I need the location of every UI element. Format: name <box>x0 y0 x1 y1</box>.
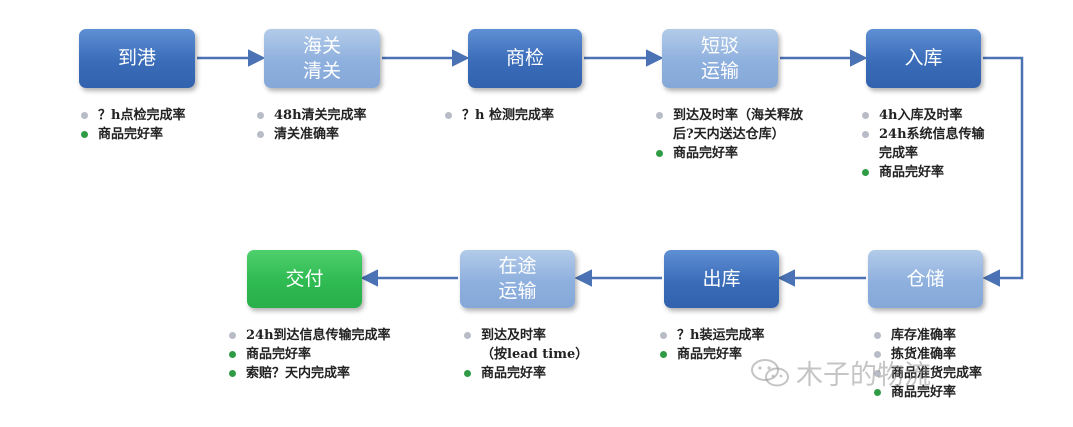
step-box-ruku: 入库 <box>866 29 981 88</box>
bullet-dot <box>257 112 264 119</box>
list-item: 到达及时率 （按lead time） <box>464 326 588 364</box>
step-box-shangjian: 商检 <box>468 29 582 88</box>
list-item: 拣货准确率 <box>874 345 982 364</box>
step-box-daogang: 到港 <box>79 29 195 88</box>
bullet-dot <box>874 389 881 396</box>
list-item: ？h 检测完成率 <box>445 106 554 125</box>
list-item: 24h到达信息传输完成率 <box>229 326 391 345</box>
bullet-dot <box>656 112 663 119</box>
metrics-jiaofu: 24h到达信息传输完成率 商品完好率 索赔？天内完成率 <box>229 326 391 383</box>
bullet-dot <box>229 332 236 339</box>
step-box-duanbo: 短驳 运输 <box>662 29 778 88</box>
bullet-dot <box>229 370 236 377</box>
metrics-haiguan: 48h清关完成率 清关准确率 <box>257 106 367 144</box>
metrics-duanbo: 到达及时率（海关释放 后?天内送达仓库） 商品完好率 <box>656 106 803 163</box>
list-item: 商品完好率 <box>660 345 764 364</box>
bullet-dot <box>81 112 88 119</box>
bullet-dot <box>862 169 869 176</box>
list-item: ？h点检完成率 <box>81 106 185 125</box>
metrics-ruku: 4h入库及时率 24h系统信息传输 完成率 商品完好率 <box>862 106 985 182</box>
metrics-cangchu: 库存准确率 拣货准确率 商品准货完成率 商品完好率 <box>874 326 982 402</box>
bullet-dot <box>464 370 471 377</box>
step-box-chuku: 出库 <box>664 250 779 308</box>
metrics-chuku: ？h装运完成率 商品完好率 <box>660 326 764 364</box>
bullet-dot <box>874 351 881 358</box>
bullet-dot <box>229 351 236 358</box>
bullet-dot <box>660 332 667 339</box>
list-item: 到达及时率（海关释放 后?天内送达仓库） <box>656 106 803 144</box>
step-box-zaitu: 在途 运输 <box>460 250 575 308</box>
list-item: 4h入库及时率 <box>862 106 985 125</box>
list-item: 24h系统信息传输 完成率 <box>862 125 985 163</box>
metrics-shangjian: ？h 检测完成率 <box>445 106 554 125</box>
bullet-dot <box>660 351 667 358</box>
list-item: 商品完好率 <box>874 383 982 402</box>
bullet-dot <box>464 332 471 339</box>
bullet-dot <box>862 131 869 138</box>
list-item: 索赔？天内完成率 <box>229 364 391 383</box>
bullet-dot <box>862 112 869 119</box>
list-item: 商品完好率 <box>81 125 185 144</box>
list-item: 商品准货完成率 <box>874 364 982 383</box>
metrics-zaitu: 到达及时率 （按lead time） 商品完好率 <box>464 326 588 383</box>
bullet-dot <box>874 332 881 339</box>
list-item: 商品完好率 <box>862 163 985 182</box>
arrow-ruku-cangchu <box>982 56 1024 287</box>
step-box-haiguan: 海关 清关 <box>264 29 380 88</box>
bullet-dot <box>81 131 88 138</box>
step-box-jiaofu: 交付 <box>247 250 362 308</box>
bullet-dot <box>874 370 881 377</box>
metrics-daogang: ？h点检完成率 商品完好率 <box>81 106 185 144</box>
bullet-dot <box>257 131 264 138</box>
bullet-dot <box>656 150 663 157</box>
list-item: ？h装运完成率 <box>660 326 764 345</box>
list-item: 商品完好率 <box>464 364 588 383</box>
list-item: 库存准确率 <box>874 326 982 345</box>
list-item: 商品完好率 <box>656 144 803 163</box>
list-item: 48h清关完成率 <box>257 106 367 125</box>
list-item: 清关准确率 <box>257 125 367 144</box>
step-box-cangchu: 仓储 <box>868 250 983 308</box>
list-item: 商品完好率 <box>229 345 391 364</box>
bullet-dot <box>445 112 452 119</box>
